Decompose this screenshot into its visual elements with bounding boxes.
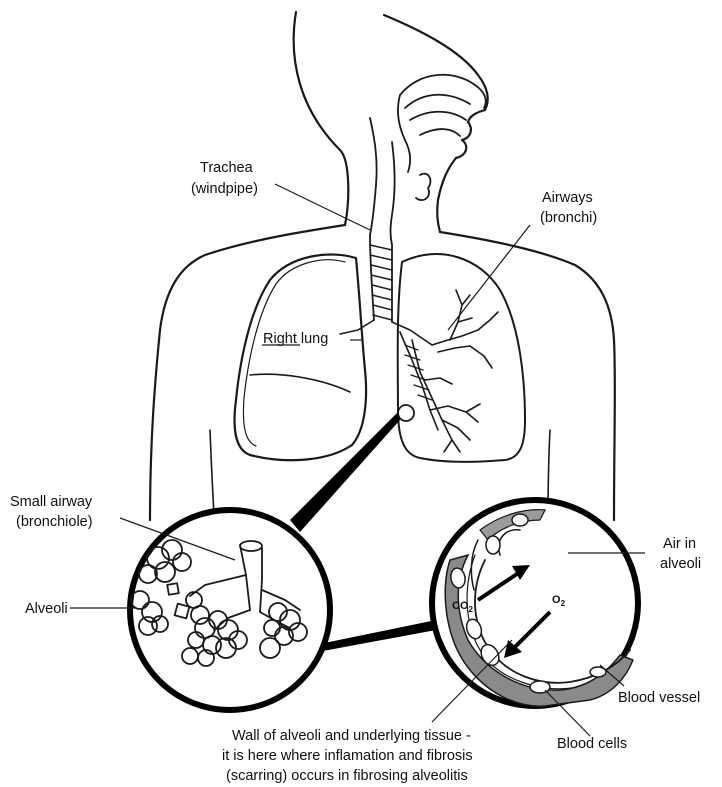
label-small-airway-line2: (bronchiole)	[16, 514, 93, 530]
label-air-in-alveoli-line2: alveoli	[660, 556, 701, 572]
alveoli-zoom-circle	[130, 510, 330, 710]
lung-callout-circle	[398, 405, 414, 421]
body-outline	[150, 12, 615, 545]
label-trachea-line1: Trachea	[200, 160, 254, 176]
label-right-lung: Right lung	[263, 331, 328, 347]
label-blood-cells: Blood cells	[557, 736, 627, 752]
label-airways-line1: Airways	[542, 190, 593, 206]
label-air-in-alveoli-line1: Air in	[663, 536, 696, 552]
label-small-airway-line1: Small airway	[10, 494, 93, 510]
label-trachea-line2: (windpipe)	[191, 181, 258, 197]
label-wall-line2: it is here where inflamation and fibrosi…	[222, 748, 473, 764]
trachea	[370, 235, 392, 322]
zoom-connector-left	[290, 412, 400, 532]
label-blood-vessel: Blood vessel	[618, 690, 700, 706]
label-alveoli: Alveoli	[25, 601, 68, 617]
gas-exchange-zoom-circle: CO2 O2	[432, 500, 638, 706]
label-wall-line3: (scarring) occurs in fibrosing alveoliti…	[226, 768, 468, 784]
nasal-cavity	[370, 75, 486, 245]
right-lung	[235, 254, 367, 460]
label-wall-line1: Wall of alveoli and underlying tissue -	[232, 728, 471, 744]
bronchi-tree	[340, 290, 498, 452]
label-airways-line2: (bronchi)	[540, 210, 597, 226]
